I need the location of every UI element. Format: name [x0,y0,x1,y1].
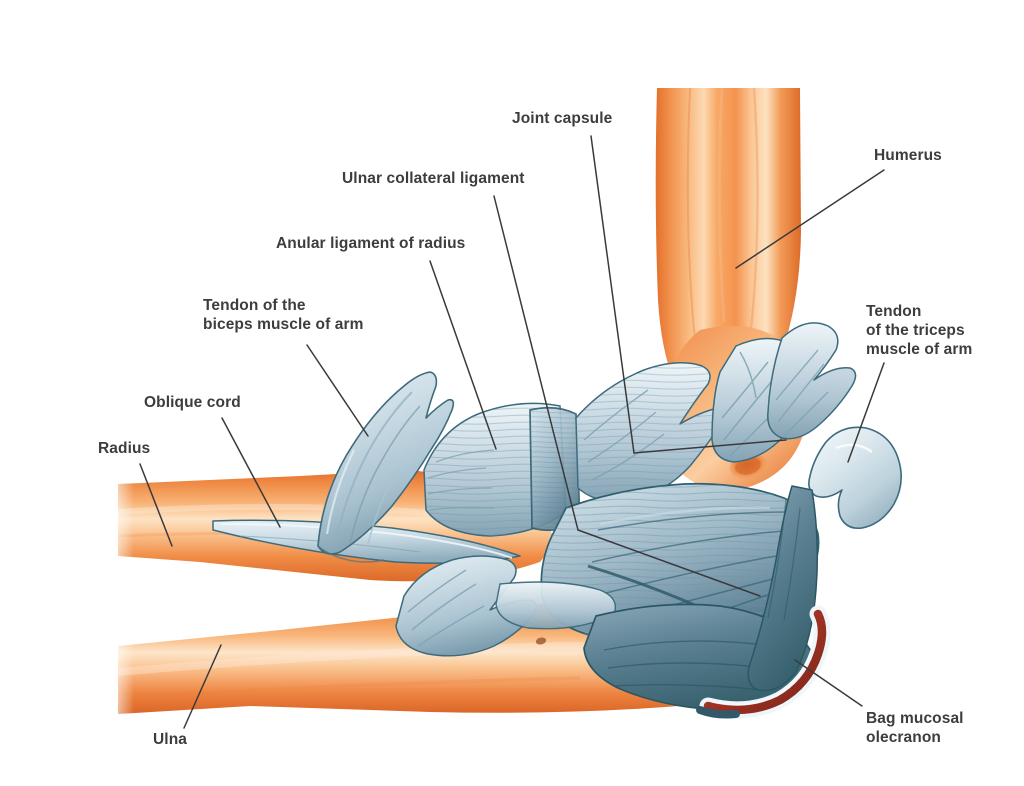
leader-oblique-cord [221,417,281,528]
tendon-triceps [747,426,902,692]
label-humerus: Humerus [874,147,942,164]
leader-tendon-biceps [306,344,369,437]
triceps-fronds [767,322,857,440]
leader-bag-mucosal-olecranon [794,659,863,707]
label-tendon-of-biceps: Tendon of the biceps muscle of arm [203,297,364,333]
leader-ulnar-collateral-ligament [493,195,579,531]
label-radius: Radius [98,440,151,457]
leader-joint-capsule [590,135,635,454]
olecranon-bursa [696,605,831,719]
label-bag-mucosal-olecranon: Bag mucosal olecranon [866,710,964,746]
leader-anular-ligament [429,260,497,450]
label-joint-capsule: Joint capsule [512,110,613,127]
leader-radius [139,463,173,547]
leader-ulna [183,644,222,729]
leader-tendon-triceps [847,362,885,463]
joint-capsule [575,362,727,503]
leader-lines [139,135,885,729]
label-ulnar-collateral-ligament: Ulnar collateral ligament [342,170,525,187]
tendon-biceps [317,371,455,563]
leader-ucl-deep [577,529,761,597]
label-anular-ligament-of-radius: Anular ligament of radius [276,235,466,252]
anular-ligament-of-radius [423,402,581,537]
label-tendon-of-triceps: Tendon of the triceps muscle of arm [866,303,973,358]
capsule-slips-anterior [395,555,617,657]
label-oblique-cord: Oblique cord [144,394,241,411]
label-ulna: Ulna [153,731,187,748]
leader-capsule-posterior [633,439,787,454]
leader-humerus [735,169,885,269]
